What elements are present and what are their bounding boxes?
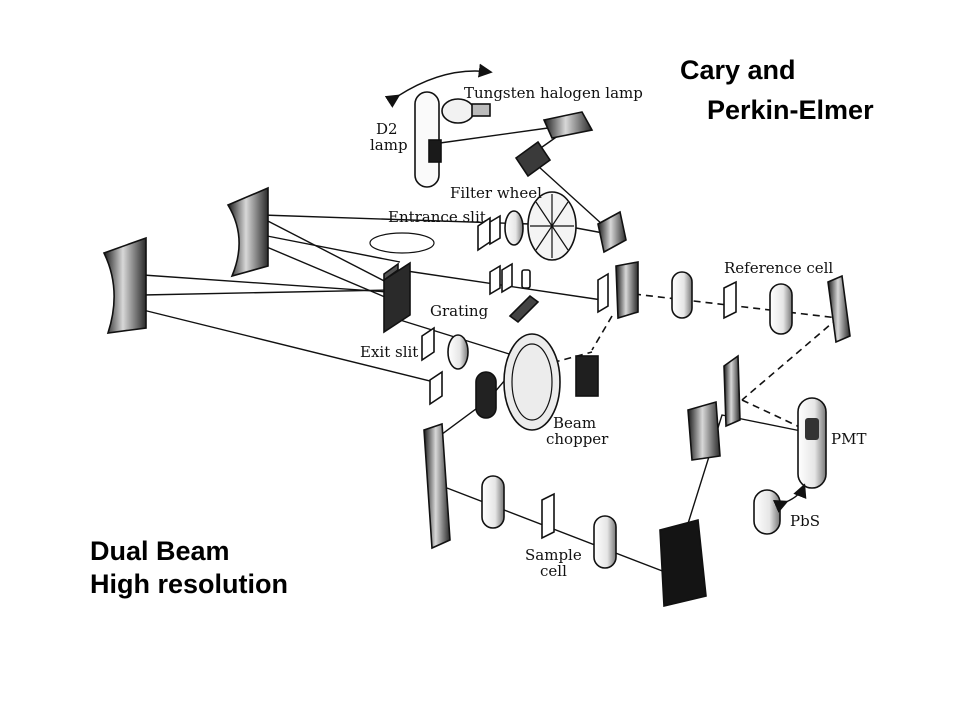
exit-optic-small-1 xyxy=(489,264,501,296)
chopper-mirror-icon xyxy=(508,294,540,324)
feature-heading-line2: High resolution xyxy=(90,569,288,599)
vendor-heading-line2: Perkin-Elmer xyxy=(707,95,874,125)
beam-chopper-label-line1: Beam xyxy=(553,414,596,432)
tungsten-lamp-base xyxy=(471,103,491,117)
reference-lens-2 xyxy=(769,283,793,335)
exit-optic-small-2 xyxy=(501,262,513,294)
sample-lens-2 xyxy=(593,515,617,569)
pmt-label: PMT xyxy=(831,430,866,448)
exit-slit-icon xyxy=(421,326,435,362)
pmt-detector-icon xyxy=(797,397,827,489)
exit-optic-small-3 xyxy=(521,269,531,289)
d2-lamp-window xyxy=(428,139,442,163)
grating-icon xyxy=(383,261,411,334)
collimating-mirror-left xyxy=(102,236,147,334)
d2-lamp-label-line2: lamp xyxy=(370,136,408,154)
reference-lens-1 xyxy=(671,271,693,319)
reference-cell-icon xyxy=(723,280,737,320)
entrance-lens-icon xyxy=(504,210,524,246)
exit-slit-label: Exit slit xyxy=(360,343,418,361)
reference-return-mirror xyxy=(827,274,851,344)
sample-cell-label-line2: cell xyxy=(540,562,567,580)
beam-chopper-vane xyxy=(575,355,599,397)
collimating-mirror-upper xyxy=(226,186,269,278)
tungsten-lamp-icon xyxy=(441,98,475,124)
sample-input-mirror xyxy=(423,422,451,550)
vendor-heading-line1: Cary and xyxy=(680,55,796,85)
grating-label: Grating xyxy=(430,302,489,320)
reference-input-mirror xyxy=(615,261,639,320)
source-mirror-right xyxy=(597,210,627,254)
pbs-detector-icon xyxy=(753,489,781,535)
exit-focus-mirror xyxy=(475,371,497,419)
lamp-swap-arrow xyxy=(384,63,493,108)
combining-mirror-lower xyxy=(687,400,721,461)
grating-rotation-indicator xyxy=(369,232,435,254)
combining-mirror-upper xyxy=(723,354,741,428)
grating-top-face xyxy=(383,262,399,282)
sample-cell-label-line1: Sample xyxy=(525,546,582,564)
exit-lens-icon xyxy=(447,334,469,370)
filter-wheel-spokes xyxy=(530,194,574,258)
sample-cell-icon xyxy=(541,492,555,540)
source-mirror-middle xyxy=(514,140,552,178)
feature-heading-line1: Dual Beam xyxy=(90,536,230,566)
entrance-slit-label: Entrance slit xyxy=(388,208,486,226)
pmt-window xyxy=(805,418,819,440)
sample-output-mirror xyxy=(659,518,707,608)
reference-slit xyxy=(597,272,609,314)
d2-lamp-label-line1: D2 xyxy=(376,120,398,138)
tungsten-lamp-label: Tungsten halogen lamp xyxy=(464,84,643,102)
beam-chopper-icon xyxy=(503,333,561,431)
exit-slit-lower xyxy=(429,370,443,406)
beam-chopper-inner-ring xyxy=(511,343,553,421)
pbs-label: PbS xyxy=(790,512,820,530)
entrance-slit-jaw xyxy=(489,214,501,246)
reference-cell-label: Reference cell xyxy=(724,259,833,277)
sample-lens-1 xyxy=(481,475,505,529)
detector-swap-arrow xyxy=(772,483,807,513)
beam-chopper-label-line2: chopper xyxy=(546,430,609,448)
source-mirror-top xyxy=(542,111,594,139)
filter-wheel-label: Filter wheel xyxy=(450,184,542,202)
